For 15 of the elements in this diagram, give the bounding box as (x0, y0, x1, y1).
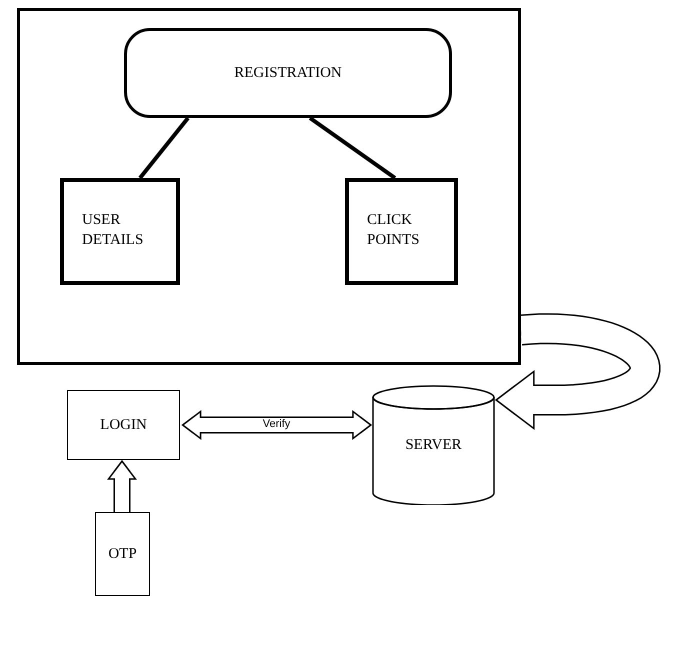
node-label: CLICK POINTS (367, 211, 421, 250)
rounded-box (124, 28, 452, 118)
process-box (345, 178, 458, 285)
node-label: SERVER (404, 436, 463, 455)
node-label: LOGIN (99, 416, 148, 435)
node-label: USER DETAILS (82, 211, 144, 250)
edge-label: Verify (262, 418, 292, 430)
process-box (60, 178, 180, 285)
node-label: OTP (107, 545, 138, 564)
node-label: REGISTRATION (233, 64, 343, 83)
connector-line (308, 116, 396, 180)
connector-line (138, 116, 190, 180)
process-box (95, 512, 150, 596)
process-box (67, 390, 180, 460)
container-box (17, 8, 521, 365)
